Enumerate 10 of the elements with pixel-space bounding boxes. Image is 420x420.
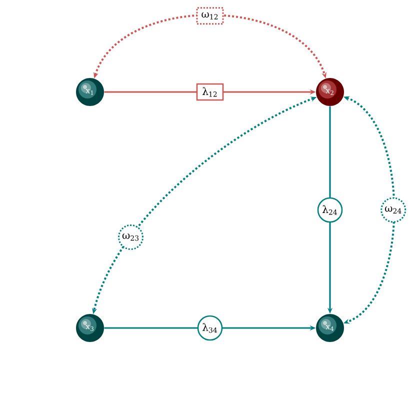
edge-label: ω$_{12}$ (196, 7, 224, 25)
edge-label: ω$_{23}$ (118, 224, 144, 250)
edge-label: ω$_{24}$ (380, 197, 406, 223)
sphere-node: x$_{3}$ (76, 314, 104, 342)
edge-label: λ$_{24}$ (317, 197, 343, 223)
edge-label: λ$_{12}$ (196, 83, 224, 101)
edge-label: λ$_{34}$ (197, 315, 223, 341)
sphere-node: x$_{4}$ (316, 314, 344, 342)
sphere-node: x$_{1}$ (76, 78, 104, 106)
sphere-node: x$_{2}$ (316, 78, 344, 106)
